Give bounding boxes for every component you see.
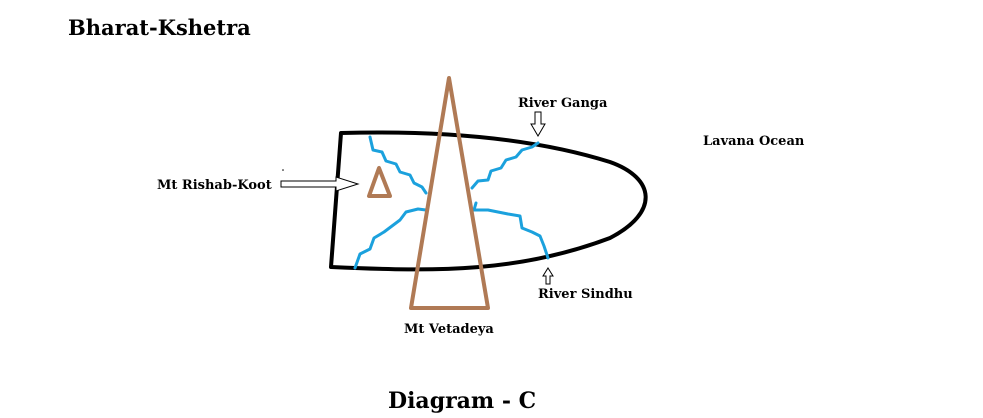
arrow-right-icon — [280, 176, 360, 192]
stray-dot — [282, 169, 284, 171]
region-outline — [329, 130, 648, 272]
arrow-down-icon — [530, 111, 546, 137]
river-sindhu-right — [472, 201, 550, 260]
river-network — [353, 135, 550, 270]
diagram-title: Bharat-Kshetra — [68, 15, 251, 40]
mt-rishab-koot-triangle — [367, 166, 392, 198]
river-sindhu-lower-left — [353, 207, 428, 270]
label-mt-vetadeya: Mt Vetadeya — [404, 322, 494, 337]
label-lavana-ocean: Lavana Ocean — [703, 134, 805, 149]
river-ganga-right — [470, 141, 540, 190]
diagram-caption: Diagram - C — [388, 388, 536, 414]
river-ganga-upper-left — [368, 135, 428, 195]
mt-vetadeya-triangle — [409, 76, 490, 310]
arrow-up-icon — [542, 267, 554, 285]
label-river-sindhu: River Sindhu — [538, 287, 633, 302]
label-river-ganga: River Ganga — [518, 96, 608, 111]
label-mt-rishab-koot: Mt Rishab-Koot — [157, 178, 272, 193]
